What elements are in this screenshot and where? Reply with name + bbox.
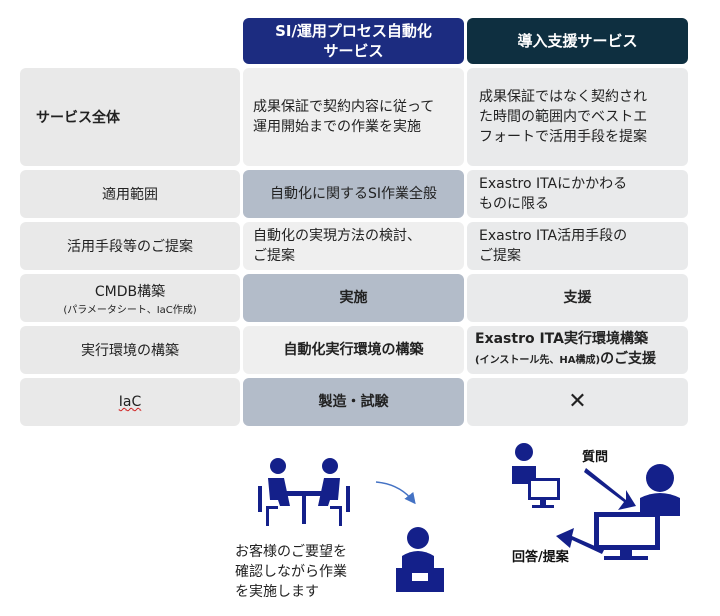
question-arrow — [584, 468, 636, 510]
meeting-icon — [258, 458, 350, 526]
deploy-header-label: 導入支援サービス — [517, 32, 638, 50]
si-header-line2: サービス — [323, 42, 384, 60]
row-label-scope: 適用範囲 — [20, 170, 240, 218]
row-label-iac: IaC — [20, 378, 240, 426]
answer-arrow — [556, 528, 604, 554]
exec-env-sub-label: (インストール先、HA構成) — [475, 355, 601, 366]
si-cell-iac: 製造・試験 — [243, 378, 464, 426]
customer-pc-icon — [512, 443, 560, 508]
si-cell-scope: 自動化に関するSI作業全般 — [243, 170, 464, 218]
engineer-pc-icon — [594, 464, 680, 560]
row-label-cmdb: CMDB構築 (パラメータシート、IaC作成) — [20, 274, 240, 322]
question-label: 質問 — [582, 450, 609, 465]
flow-arrow — [375, 481, 416, 505]
answer-label: 回答/提案 — [512, 550, 569, 565]
si-cell-overall: 成果保証で契約内容に従って 運用開始までの作業を実施 — [243, 68, 464, 166]
cross-mark: ✕ — [568, 389, 587, 414]
si-cell-exec-env: 自動化実行環境の構築 — [243, 326, 464, 374]
deploy-service-header: 導入支援サービス — [467, 18, 688, 64]
si-cell-cmdb: 実施 — [243, 274, 464, 322]
si-cell-proposal: 自動化の実現方法の検討、 ご提案 — [243, 222, 464, 270]
row-label-overall: サービス全体 — [20, 68, 240, 166]
deploy-cell-cmdb: 支援 — [467, 274, 688, 322]
deploy-cell-exec-env: Exastro ITA実行環境構築 (インストール先、HA構成)のご支援 — [467, 326, 688, 374]
deploy-cell-proposal: Exastro ITA活用手段の ご提案 — [467, 222, 688, 270]
si-header-line1: SI/運用プロセス自動化 — [275, 22, 432, 40]
row-label-proposal: 活用手段等のご提案 — [20, 222, 240, 270]
deploy-cell-overall: 成果保証ではなく契約され た時間の範囲内でベストエ フォートで活用手段を提案 — [467, 68, 688, 166]
row-label-exec-env: 実行環境の構築 — [20, 326, 240, 374]
si-service-header: SI/運用プロセス自動化 サービス — [243, 18, 464, 64]
worker-icon — [396, 527, 444, 592]
cmdb-sub-label: (パラメータシート、IaC作成) — [63, 304, 197, 316]
deploy-cell-iac: ✕ — [467, 378, 688, 426]
customer-note: お客様のご要望を 確認しながら作業 を実施します — [235, 544, 347, 600]
deploy-cell-scope: Exastro ITAにかかわる ものに限る — [467, 170, 688, 218]
